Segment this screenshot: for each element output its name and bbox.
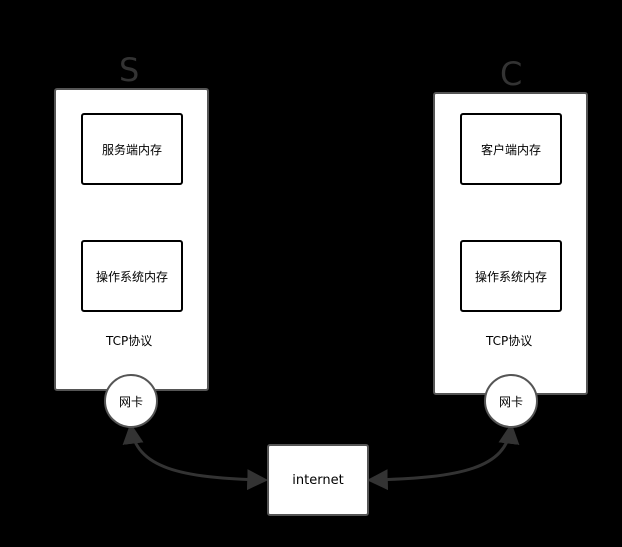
server-protocol-label: TCP协议 (104, 334, 155, 348)
client-internet-link (366, 422, 520, 491)
internet-node: internet (267, 444, 369, 516)
server-app-memory-box: 服务端内存 (81, 113, 183, 185)
client-os-memory-box: 操作系统内存 (460, 240, 562, 312)
client-protocol-label: TCP协议 (484, 334, 535, 348)
server-internet-link (122, 422, 269, 491)
client-nic-node: 网卡 (484, 374, 538, 428)
server-title: S (119, 51, 140, 89)
server-os-memory-box: 操作系统内存 (81, 240, 183, 312)
server-nic-node: 网卡 (104, 374, 158, 428)
client-title: C (500, 55, 523, 93)
client-app-memory-box: 客户端内存 (460, 113, 562, 185)
